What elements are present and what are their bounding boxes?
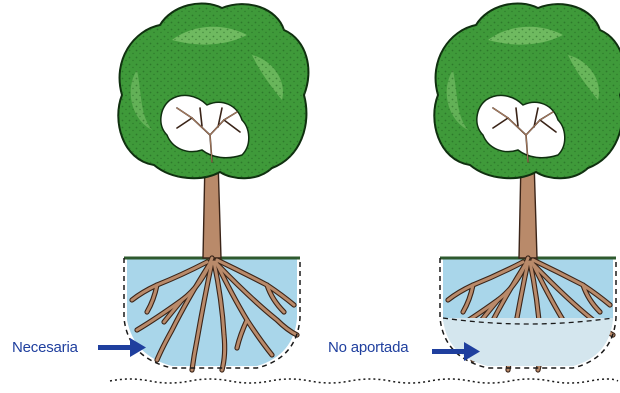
label-necesaria: Necesaria xyxy=(12,339,78,356)
tree-right xyxy=(434,3,620,370)
ground-baseline xyxy=(110,379,618,383)
tree-left xyxy=(118,3,308,370)
label-no-aportada: No aportada xyxy=(328,339,408,356)
